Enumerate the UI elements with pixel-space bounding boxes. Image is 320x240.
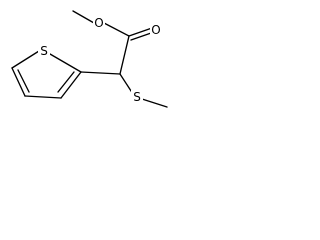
bond-methyl-ester-oxygen — [72, 10, 95, 24]
carbonyl-oxygen-label: O — [151, 23, 160, 37]
thioether-sulfur-label: S — [133, 90, 141, 104]
thiophene-bond-c4-c3 — [24, 95, 62, 99]
thiophene-bond-c5-c4 — [11, 67, 26, 97]
bond-alpha-carbon-thioether-sulfur — [119, 73, 134, 95]
thiophene-bond-c5-c4-inner — [17, 69, 30, 93]
bond-carbonyl-oxygen-1 — [128, 27, 153, 37]
thiophene-bond-c2-s — [49, 53, 82, 73]
thiophene-bond-s-c5 — [11, 50, 40, 69]
bond-thioether-sulfur-methyl — [141, 98, 168, 108]
bond-carbonyl-alpha-carbon — [119, 35, 130, 75]
structure-canvas: O O S S — [0, 0, 173, 121]
bond-ester-oxygen-carbonyl — [103, 22, 130, 37]
ester-oxygen-label: O — [94, 16, 103, 30]
thiophene-bond-c3-c2-inner — [57, 71, 75, 93]
chemical-structure: O O S S — [11, 10, 168, 108]
ester-oxygen-label-background — [93, 16, 105, 30]
thiophene-bond-c3-c2 — [60, 71, 82, 99]
carbonyl-oxygen-label-background — [150, 23, 162, 37]
bond-alpha-carbon-thiophene — [80, 71, 121, 75]
ring-sulfur-label-background — [38, 44, 50, 58]
ring-sulfur-label: S — [40, 44, 48, 58]
thioether-sulfur-label-background — [131, 90, 143, 104]
